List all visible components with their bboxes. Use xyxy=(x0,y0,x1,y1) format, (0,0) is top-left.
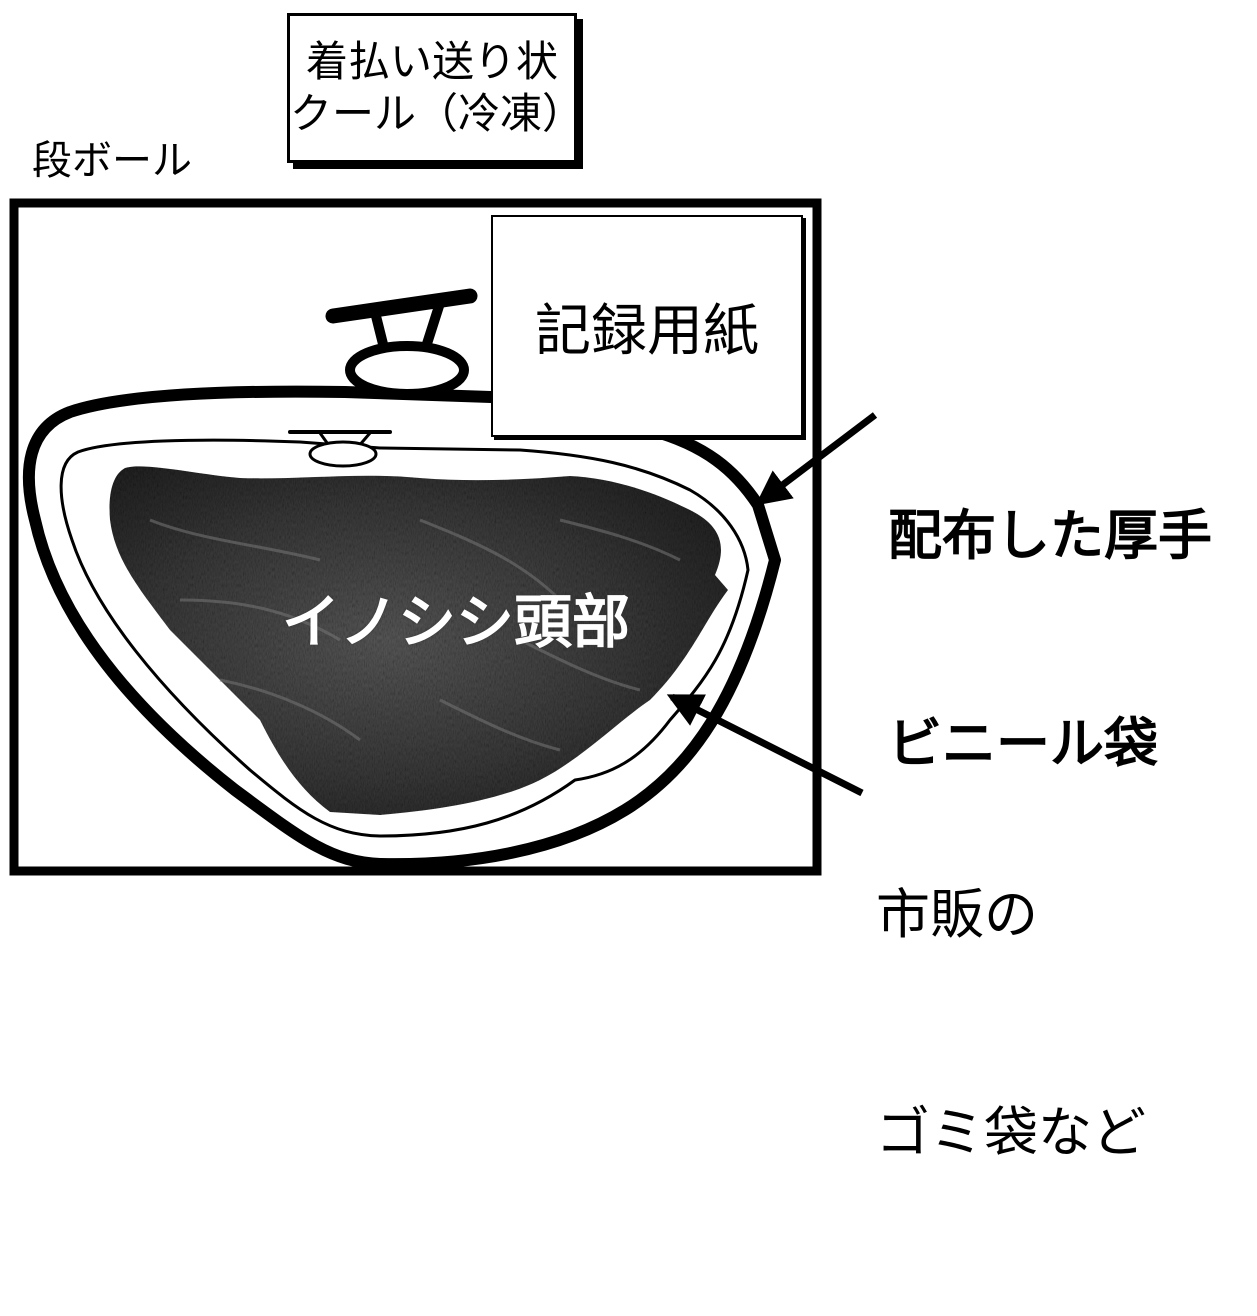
shipping-label-line1: 着払い送り状 xyxy=(305,36,558,86)
record-paper-label: 記録用紙 xyxy=(535,298,759,364)
heavy-bag-tie-bar xyxy=(325,288,478,324)
trash-bag-tie-knot xyxy=(308,440,378,468)
shipping-label-box: 着払い送り状 クール（冷凍） xyxy=(287,13,585,163)
diagram-graphics xyxy=(9,198,878,876)
heavy-bag-tie-knot xyxy=(345,341,469,399)
heavy-bag-arrow xyxy=(755,412,878,506)
heavy-bag-label-line1: 配布した厚手 xyxy=(888,504,1212,568)
boar-head-fur-streaks xyxy=(149,518,681,752)
heavy-bag-outline xyxy=(22,385,781,871)
record-paper-box: 記録用紙 xyxy=(491,215,803,437)
cardboard-label: 段ボール xyxy=(32,138,192,184)
boar-head-fur xyxy=(109,466,729,815)
trash-bag-label: 市販の ゴミ袋など xyxy=(876,733,1146,1316)
cardboard-box xyxy=(9,198,822,876)
boar-head-label: イノシシ頭部 xyxy=(282,588,631,656)
trash-bag-outline xyxy=(59,438,750,838)
trash-bag-label-line1: 市販の xyxy=(876,882,1038,946)
trash-bag-label-line2: ゴミ袋など xyxy=(876,1101,1146,1165)
shipping-label-line2: クール（冷凍） xyxy=(290,89,585,138)
heavy-bag-label-line2: ビニール袋 xyxy=(888,711,1158,775)
trash-bag-arrow xyxy=(666,693,864,797)
packing-diagram: 着払い送り状 クール（冷凍） 段ボール 記録用紙 配布した厚手 ビニール袋 市販… xyxy=(9,13,1212,1164)
heavy-bag-label: 配布した厚手 ビニール袋 xyxy=(888,363,1212,916)
